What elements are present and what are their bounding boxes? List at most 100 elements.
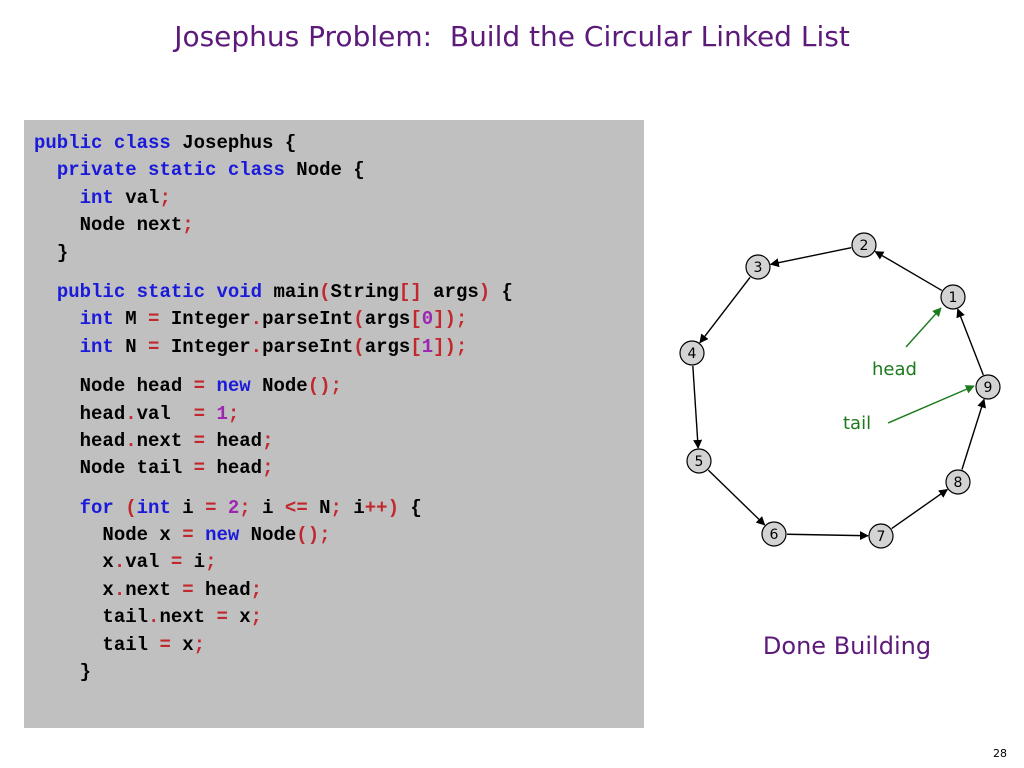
code-token: ( — [353, 335, 365, 358]
node-value-label: 2 — [860, 238, 869, 254]
code-token: val — [113, 186, 160, 209]
code-token: void — [216, 280, 263, 303]
code-line: tail = x; — [34, 632, 513, 659]
list-node-2: 2 — [851, 232, 877, 258]
code-token: val — [125, 551, 171, 574]
code-token: ; — [239, 496, 251, 519]
code-line: public static void main(String[] args) { — [34, 279, 513, 306]
list-node-5: 5 — [686, 448, 712, 474]
code-token: Integer — [159, 335, 251, 358]
code-token: Node — [250, 375, 308, 398]
code-panel: public class Josephus { private static c… — [24, 120, 644, 728]
list-node-4: 4 — [679, 340, 705, 366]
node-value-label: 7 — [877, 529, 886, 545]
code-token: { — [490, 280, 513, 303]
code-line: } — [34, 659, 513, 686]
code-line: } — [34, 240, 513, 267]
next-pointer-arrow-5-to-6 — [707, 469, 766, 526]
code-token: . — [125, 402, 137, 425]
code-token: args — [364, 335, 411, 358]
code-token: head — [205, 457, 263, 480]
code-token — [194, 524, 205, 546]
code-token: x — [227, 606, 251, 629]
node-circle — [851, 232, 877, 258]
code-line: int M = Integer.parseInt(args[0]); — [34, 306, 513, 333]
next-pointer-arrow-3-to-4 — [699, 276, 751, 344]
code-token: new — [205, 524, 240, 547]
node-value-label: 5 — [695, 454, 704, 470]
code-token: N — [307, 496, 331, 519]
code-token: ; — [193, 633, 206, 656]
code-token — [205, 403, 216, 425]
code-token: ; — [262, 429, 274, 452]
code-line: public class Josephus { — [34, 130, 513, 157]
node-value-label: 6 — [770, 527, 779, 543]
node-circle — [686, 448, 712, 474]
next-pointer-arrow-7-to-8 — [891, 488, 949, 530]
code-token: static — [148, 159, 217, 182]
code-token: int — [79, 186, 114, 209]
node-circle — [761, 521, 787, 547]
list-node-8: 8 — [945, 469, 971, 495]
code-token: . — [113, 578, 126, 601]
code-token: i — [250, 496, 285, 519]
code-token: parseInt — [262, 308, 354, 331]
code-token: . — [113, 551, 126, 574]
code-token: M — [113, 308, 149, 331]
next-pointer-arrow-9-to-1 — [956, 308, 984, 376]
next-pointer-arrow-1-to-2 — [874, 250, 943, 292]
code-token: = — [193, 457, 206, 480]
node-value-label: 8 — [954, 475, 963, 491]
code-token: 0 — [421, 308, 434, 331]
code-token: ]); — [433, 335, 468, 358]
node-circle — [745, 254, 771, 280]
node-circle — [940, 284, 966, 310]
code-token — [137, 159, 148, 181]
code-token: 2 — [227, 496, 240, 519]
code-token: public — [34, 132, 103, 154]
code-line: head.val = 1; — [34, 401, 513, 428]
code-line: Node x = new Node(); — [34, 522, 513, 549]
code-token: = — [159, 633, 171, 656]
code-token: [ — [410, 308, 422, 331]
head-pointer-label: head — [872, 359, 917, 380]
code-token: ; — [227, 402, 240, 425]
code-token: } — [79, 661, 92, 684]
code-token: ]); — [433, 308, 468, 331]
list-node-1: 1 — [940, 284, 966, 310]
code-token: int — [79, 335, 114, 358]
code-token: ++) — [364, 496, 399, 519]
code-token: ; — [159, 186, 171, 209]
node-value-label: 3 — [754, 260, 763, 276]
code-token: public — [56, 280, 126, 303]
code-token — [114, 497, 125, 519]
code-token — [205, 281, 216, 303]
tail-pointer-arrow — [887, 385, 975, 424]
code-token: head — [193, 578, 251, 601]
code-token — [216, 497, 227, 519]
code-token: i — [170, 496, 206, 519]
code-token: ; — [330, 496, 342, 519]
code-token: . — [250, 308, 263, 331]
code-token: ( — [353, 308, 365, 331]
code-token: head — [205, 429, 263, 452]
code-token: int — [79, 308, 114, 331]
code-token: = — [193, 429, 206, 452]
code-token: = — [193, 375, 206, 398]
code-token: tail — [102, 606, 149, 629]
code-token: next — [159, 606, 217, 629]
code-token: = — [193, 402, 206, 425]
node-value-label: 9 — [984, 380, 993, 396]
code-token: for — [79, 496, 114, 519]
code-token: = — [182, 578, 194, 601]
code-token: Node x — [102, 524, 183, 547]
next-pointer-arrow-8-to-9 — [961, 398, 986, 470]
slide-title: Josephus Problem: Build the Circular Lin… — [174, 20, 850, 53]
code-line: Node next; — [34, 212, 513, 239]
code-token: ; — [182, 214, 194, 237]
code-token — [216, 159, 227, 181]
node-circle — [945, 469, 971, 495]
code-token: ; — [250, 578, 263, 601]
next-pointer-arrow-4-to-5 — [692, 365, 703, 449]
code-line: x.val = i; — [34, 549, 513, 576]
